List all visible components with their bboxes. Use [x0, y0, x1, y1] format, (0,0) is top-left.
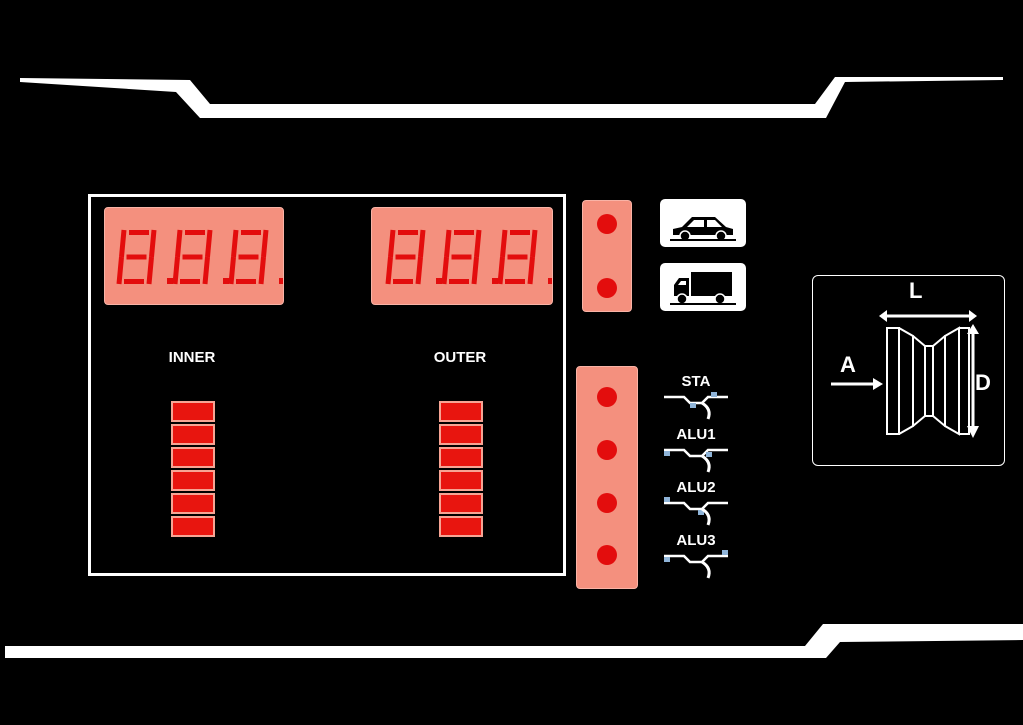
decimal-point [492, 278, 498, 284]
seven-segment-digit [385, 229, 426, 285]
rim-alu3-led[interactable] [597, 545, 617, 565]
rim-alu1-label: ALU1 [676, 426, 716, 443]
level-bar [171, 401, 215, 422]
truck-mode-button[interactable] [660, 263, 746, 311]
car-mode-led[interactable] [597, 214, 617, 234]
level-bar [171, 447, 215, 468]
rim-alu2-icon [664, 497, 728, 526]
car-mode-button[interactable] [660, 199, 746, 247]
decimal-point [223, 278, 229, 284]
rim-alu3-option[interactable]: ALU3 [660, 532, 732, 582]
rim-sta-option[interactable]: STA [660, 373, 732, 423]
decimal-point [279, 278, 285, 284]
seven-segment-digit [228, 229, 269, 285]
level-bar [439, 401, 483, 422]
inner-bar-stack [171, 401, 215, 539]
level-bar [439, 516, 483, 537]
dimension-l-label: L [909, 278, 923, 303]
vehicle-mode-panel [582, 200, 632, 312]
seven-segment-digit [497, 229, 538, 285]
level-bar [171, 424, 215, 445]
rim-mode-panel [576, 366, 638, 589]
rim-alu1-icon [664, 448, 728, 473]
level-bar [171, 470, 215, 491]
outer-display [371, 207, 554, 305]
bottom-swoosh [5, 624, 1023, 658]
inner-display [104, 207, 285, 305]
outer-bar-stack [439, 401, 483, 539]
wheel-dimension-diagram: A L D [812, 275, 1005, 466]
dimension-d-label: D [975, 370, 991, 395]
decimal-point [167, 278, 173, 284]
inner-display-digits [116, 229, 285, 285]
rim-alu2-option[interactable]: ALU2 [660, 479, 732, 529]
truck-mode-led[interactable] [597, 278, 617, 298]
rim-alu2-label: ALU2 [676, 479, 716, 496]
level-bar [439, 470, 483, 491]
level-bar [171, 516, 215, 537]
rim-alu3-label: ALU3 [676, 532, 716, 549]
wheel-diagram-icon [831, 310, 979, 438]
level-bar [439, 493, 483, 514]
outer-display-digits [385, 229, 554, 285]
decimal-point [548, 278, 554, 284]
level-bar [439, 447, 483, 468]
top-swoosh [20, 77, 1003, 118]
truck-icon [670, 272, 736, 305]
measurement-frame [88, 194, 566, 576]
rim-alu2-led[interactable] [597, 493, 617, 513]
rim-alu1-option[interactable]: ALU1 [660, 426, 732, 476]
seven-segment-digit [441, 229, 482, 285]
level-bar [171, 493, 215, 514]
inner-label: INNER [168, 349, 216, 366]
rim-alu1-led[interactable] [597, 440, 617, 460]
seven-segment-digit [172, 229, 213, 285]
seven-segment-digit [116, 229, 157, 285]
dimension-a-label: A [840, 352, 856, 377]
car-icon [670, 217, 736, 242]
level-bar [439, 424, 483, 445]
rim-sta-led[interactable] [597, 387, 617, 407]
decimal-point [436, 278, 442, 284]
rim-alu3-icon [664, 550, 728, 579]
rim-sta-label: STA [681, 373, 711, 390]
outer-label: OUTER [433, 349, 487, 366]
rim-sta-icon [664, 392, 728, 420]
